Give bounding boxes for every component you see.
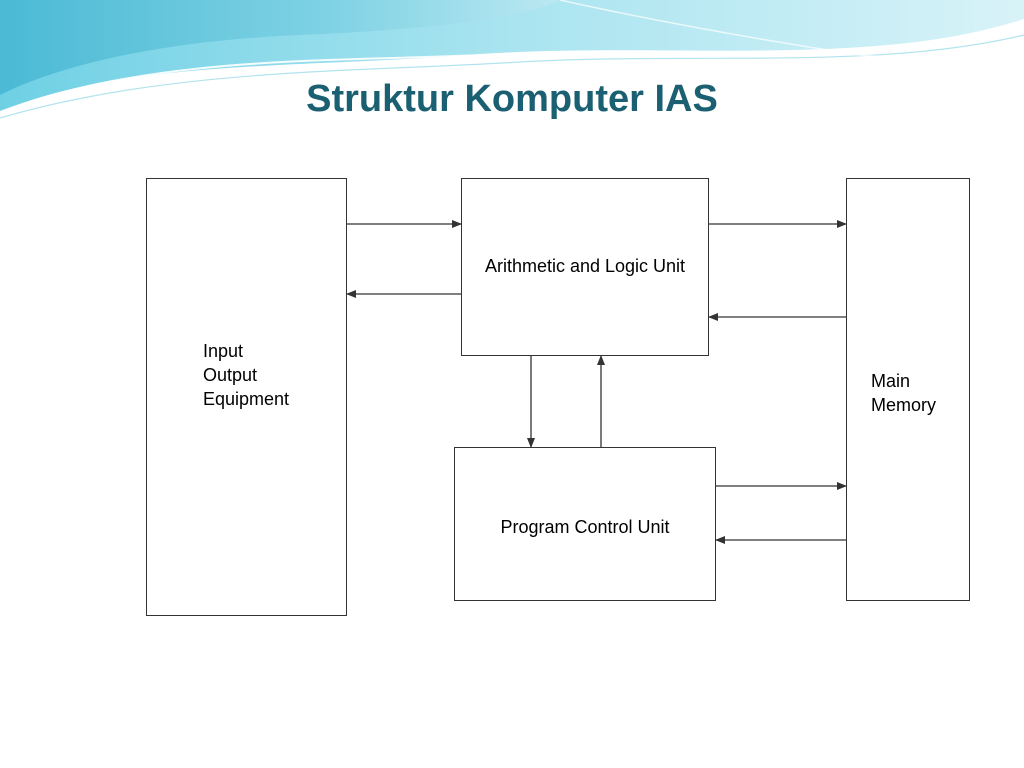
main-memory-label: Main Memory — [871, 369, 936, 417]
io-label-line: Equipment — [203, 389, 290, 409]
program-control-unit-box: Program Control Unit — [454, 447, 716, 601]
io-equipment-box: Input Output Equipment — [146, 178, 347, 616]
io-label-line: Output — [203, 365, 258, 385]
alu-label: Arithmetic and Logic Unit — [484, 256, 686, 276]
memory-label-line: Memory — [871, 395, 937, 415]
io-label-line: Input — [203, 341, 244, 361]
alu-box: Arithmetic and Logic Unit — [461, 178, 709, 356]
header-wave-decoration — [0, 0, 1024, 119]
io-equipment-label: Input Output Equipment — [203, 339, 289, 411]
program-control-unit-label: Program Control Unit — [500, 517, 670, 537]
memory-label-line: Main — [871, 371, 911, 391]
main-memory-box: Main Memory — [846, 178, 970, 601]
slide-title: Struktur Komputer IAS — [306, 78, 718, 120]
